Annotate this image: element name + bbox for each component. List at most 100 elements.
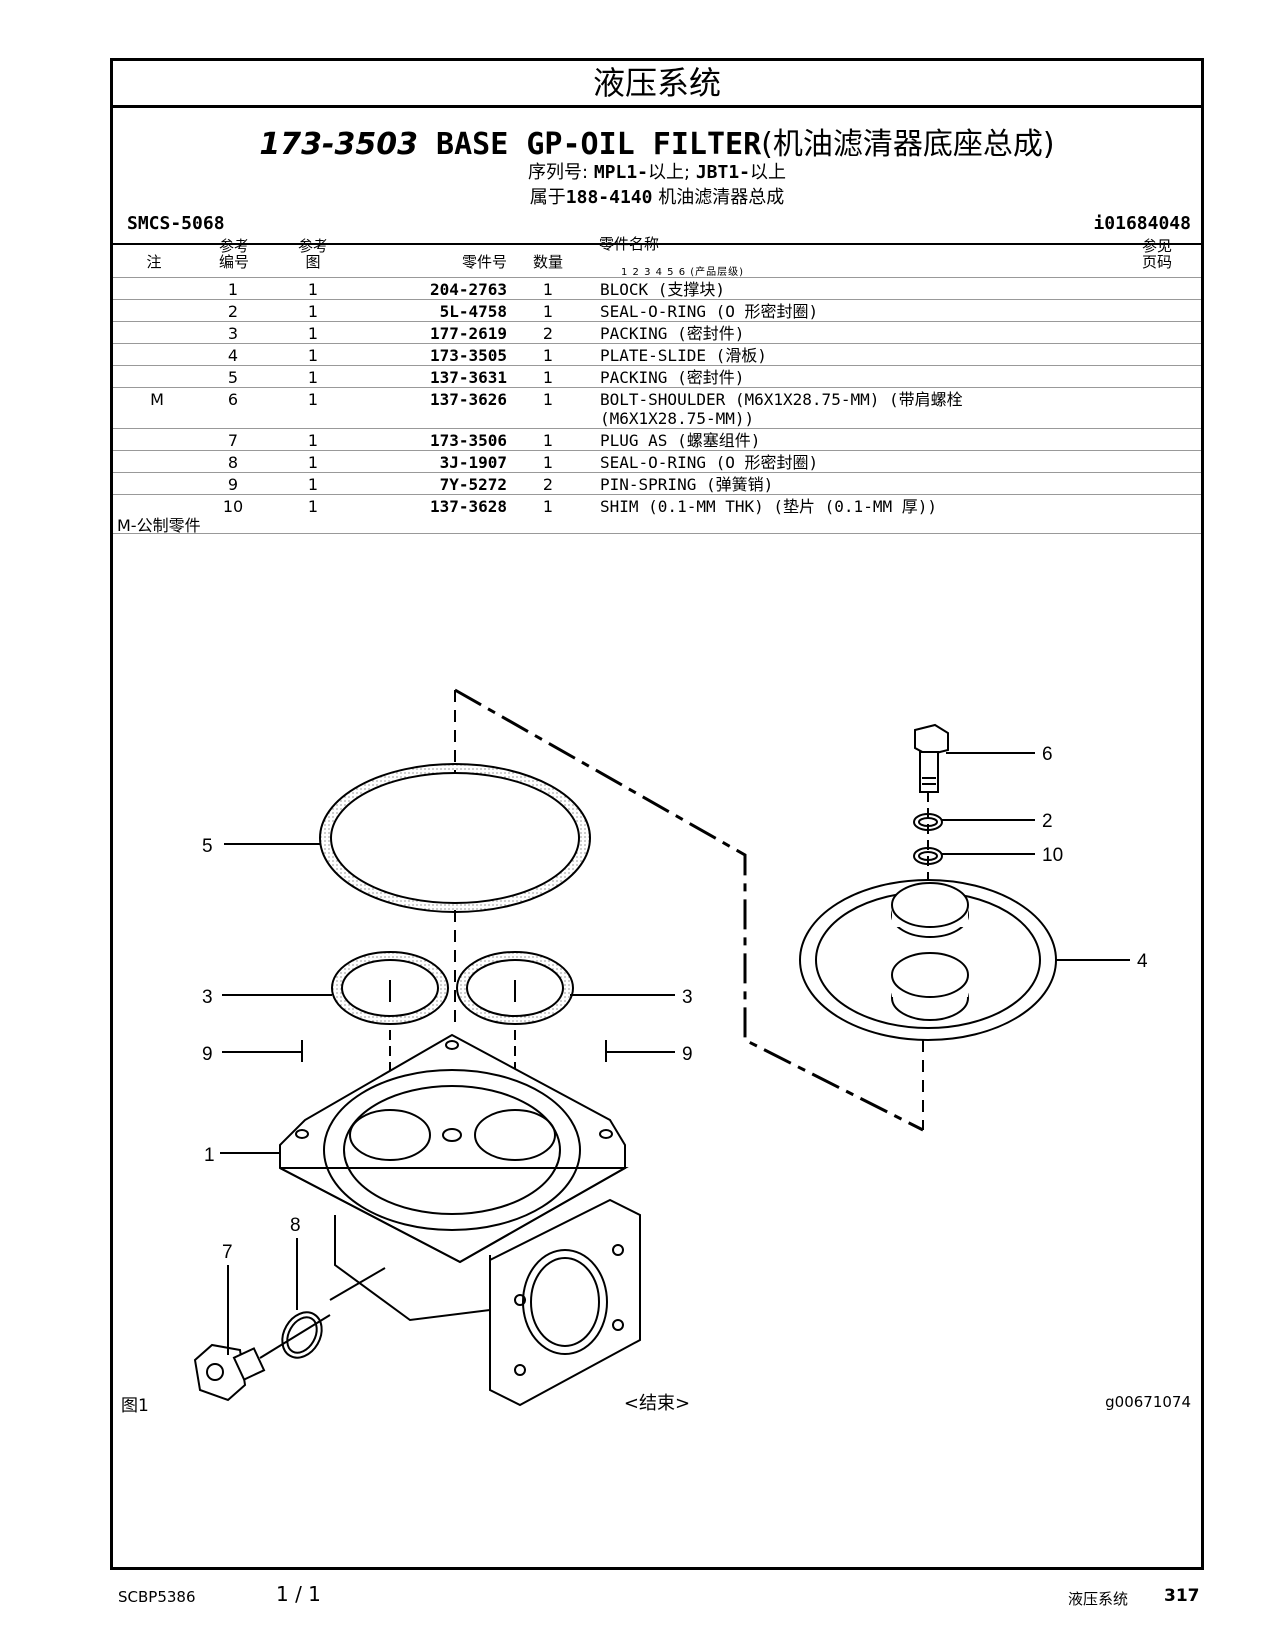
part-number-cell: 177-2619 [429,324,507,343]
part-number-cell: 204-2763 [429,280,507,299]
title-name: BASE GP-OIL FILTER [436,127,762,162]
callout-6: 6 [1042,744,1053,765]
callout-7: 7 [222,1242,233,1263]
serial-mpl-suffix: 以上; [648,162,691,183]
slide-plate [799,879,1057,1041]
part-number-cell: 137-3626 [429,390,507,409]
item-cell: 8 [227,453,239,472]
part-number-cell: 137-3628 [429,497,507,516]
graphic-id: g00671074 [1105,1393,1191,1411]
part-name-cell: BOLT-SHOULDER (M6X1X28.75-MM) (带肩螺栓 (M6X… [600,390,963,428]
part-name-cell: PACKING (密封件) [600,368,745,387]
table-row: 1 1 204-2763 1 BLOCK (支撑块) [113,277,1201,300]
fig-cell: 1 [307,453,319,472]
part-name-cell: BLOCK (支撑块) [600,280,726,299]
fig-cell: 1 [307,431,319,450]
header-divider [113,243,1201,245]
fig-cell: 1 [307,475,319,494]
header-part-no: 零件号 [461,253,507,271]
table-row: 4 1 173-3505 1 PLATE-SLIDE (滑板) [113,343,1201,366]
fig-cell: 1 [307,497,319,516]
qty-cell: 1 [542,346,554,365]
belongs-line: 属于188-4140 机油滤清器总成 [113,183,1201,209]
item-cell: 6 [227,390,239,409]
item-cell: 2 [227,302,239,321]
part-name-cell: PLATE-SLIDE (滑板) [600,346,767,365]
item-cell: 5 [227,368,239,387]
header-note: 注 [146,253,162,271]
metric-note: M-公制零件 [117,516,201,535]
serial-jbt: JBT1- [695,162,750,183]
fig-cell: 1 [307,324,319,343]
note-cell: M [150,390,164,409]
header-qty: 数量 [532,253,563,271]
header-item: 参考 编号 [218,237,249,271]
callout-9-right: 9 [682,1044,693,1065]
section-title: 液压系统 [113,61,1201,108]
part-number-cell: 173-3505 [429,346,507,365]
part-number-cell: 7Y-5272 [439,475,507,494]
fig-cell: 1 [307,280,319,299]
end-label: <结束> [623,1393,691,1414]
figure-label: 图1 [121,1396,149,1416]
callout-4: 4 [1137,951,1148,972]
serial-line: 序列号: MPL1-以上; JBT1-以上 [113,158,1201,184]
page-frame: 液压系统 173-3503 BASE GP-OIL FILTER(机油滤清器底座… [110,58,1204,1570]
serial-jbt-suffix: 以上 [750,162,786,183]
table-row: M 6 1 137-3626 1 BOLT-SHOULDER (M6X1X28.75-MM… [113,387,1201,429]
header-levels: 1 2 3 4 5 6 (产品层级) [621,267,745,278]
footer-page-of: 1 / 1 [276,1582,321,1606]
title-part-number: 173-3503 [259,127,418,162]
part-name-cell: PIN-SPRING (弹簧销) [600,475,774,494]
callout-3-left: 3 [202,987,213,1008]
serial-label: 序列号: [528,162,589,183]
item-cell: 1 [227,280,239,299]
fig-cell: 1 [307,390,319,409]
serial-mpl: MPL1- [593,162,648,183]
illustration-id: i01684048 [1093,213,1191,234]
callout-10: 10 [1042,845,1063,866]
part-number-cell: 3J-1907 [439,453,507,472]
qty-cell: 1 [542,302,554,321]
header-fig: 参考 图 [297,237,328,271]
footer-doc-id: SCBP5386 [118,1588,196,1606]
callout-2: 2 [1042,811,1053,832]
part-name-cell: SHIM (0.1-MM THK) (垫片 (0.1-MM 厚)) [600,497,937,516]
header-part-name: 零件名称 [599,235,660,253]
note-divider [113,533,1201,534]
belongs-prefix: 属于 [529,187,566,208]
main-title: 173-3503 BASE GP-OIL FILTER(机油滤清器底座总成) [113,119,1201,163]
callout-5: 5 [202,836,213,857]
part-number-cell: 137-3631 [429,368,507,387]
belongs-name: 机油滤清器总成 [658,187,785,208]
part-name-cell: SEAL-O-RING (O 形密封圈) [600,453,819,472]
item-cell: 3 [227,324,239,343]
item-cell: 4 [227,346,239,365]
callout-8: 8 [290,1215,301,1236]
qty-cell: 1 [542,431,554,450]
item-cell: 7 [227,431,239,450]
footer-page-number: 317 [1164,1586,1200,1606]
header-ref-page: 参见 页码 [1141,237,1172,271]
part-name-cell: PACKING (密封件) [600,324,745,343]
fig-cell: 1 [307,346,319,365]
qty-cell: 1 [542,280,554,299]
block-body [279,1033,641,1407]
title-name-cn: (机油滤清器底座总成) [761,127,1055,162]
callout-3-right: 3 [682,987,693,1008]
belongs-part: 188-4140 [565,187,653,208]
qty-cell: 2 [542,324,554,343]
table-row: 3 1 177-2619 2 PACKING (密封件) [113,321,1201,344]
footer-section: 液压系统 [1068,1590,1129,1608]
callout-9-left: 9 [202,1044,213,1065]
fig-cell: 1 [307,302,319,321]
smcs-code: SMCS-5068 [127,213,225,234]
item-cell: 9 [227,475,239,494]
qty-cell: 1 [542,390,554,409]
qty-cell: 2 [542,475,554,494]
part-number-cell: 5L-4758 [439,302,507,321]
qty-cell: 1 [542,368,554,387]
